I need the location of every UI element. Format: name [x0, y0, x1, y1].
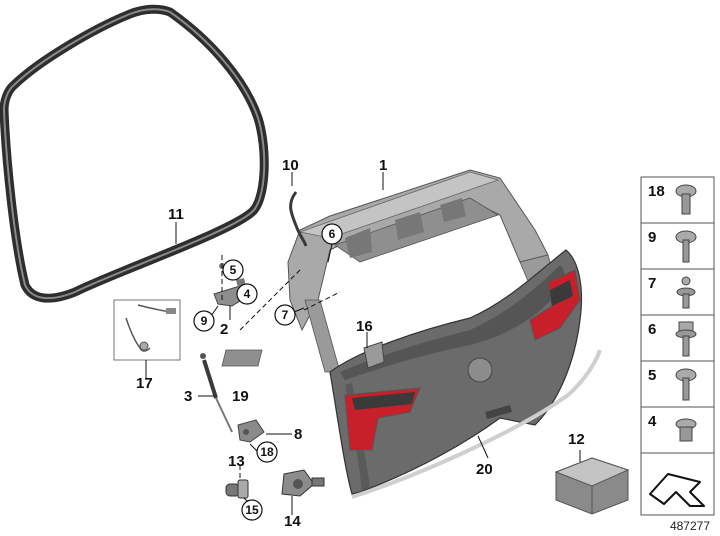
nut-4-icon	[675, 418, 697, 442]
tailgate-shell	[329, 249, 583, 495]
label-part-11: 11	[168, 206, 184, 223]
door-seal-11	[0, 4, 269, 303]
panel-label-4: 4	[648, 413, 657, 430]
label-part-17: 17	[136, 375, 153, 392]
callout-4-text: 4	[244, 287, 251, 301]
callout-18-text: 18	[260, 445, 274, 459]
callout-15-text: 15	[245, 503, 259, 517]
orientation-arrow-icon	[649, 473, 705, 507]
clip-16	[363, 332, 385, 369]
wash-pipe-10	[289, 191, 308, 247]
lock-14	[281, 469, 325, 497]
label-part-14: 14	[284, 513, 301, 530]
felt-strip-19	[221, 349, 263, 367]
label-part-3: 3	[184, 388, 192, 405]
label-part-20: 20	[476, 461, 493, 478]
callout-6: 6	[321, 223, 343, 245]
panel-label-9: 9	[648, 229, 656, 246]
label-part-16: 16	[356, 318, 373, 335]
callout-7: 7	[274, 304, 296, 326]
cable-assembly-17	[113, 299, 181, 361]
screw-5-icon	[675, 368, 697, 401]
callout-4: 4	[236, 283, 258, 305]
stud-7-icon	[676, 276, 696, 309]
reference-number: 487277	[670, 519, 710, 533]
screw-9-icon	[675, 230, 697, 263]
panel-label-5: 5	[648, 367, 656, 384]
label-part-1: 1	[379, 157, 387, 174]
bracket-8	[237, 419, 265, 443]
trim-strip-20	[351, 349, 602, 499]
callout-5-text: 5	[230, 263, 237, 277]
bumper-13	[225, 465, 249, 499]
bolt-6-icon	[675, 321, 697, 357]
callout-7-text: 7	[282, 308, 289, 322]
label-part-8: 8	[294, 426, 302, 443]
label-part-19: 19	[232, 388, 249, 405]
callout-9-text: 9	[201, 314, 208, 328]
callout-5: 5	[222, 259, 244, 281]
callout-15: 15	[241, 499, 263, 521]
gas-strut-3	[200, 353, 233, 433]
panel-label-6: 6	[648, 321, 656, 338]
kit-box-12	[554, 450, 630, 515]
panel-label-7: 7	[648, 275, 656, 292]
fastener-panel: 18 9 7 6 5 4	[640, 176, 715, 516]
callout-6-text: 6	[329, 227, 336, 241]
label-part-10: 10	[282, 157, 299, 174]
label-part-13: 13	[228, 453, 245, 470]
panel-label-18: 18	[648, 183, 665, 200]
callout-18: 18	[256, 441, 278, 463]
callout-9: 9	[193, 310, 215, 332]
screw-18-icon	[675, 184, 697, 215]
label-part-12: 12	[568, 431, 585, 448]
label-part-2: 2	[220, 321, 228, 338]
